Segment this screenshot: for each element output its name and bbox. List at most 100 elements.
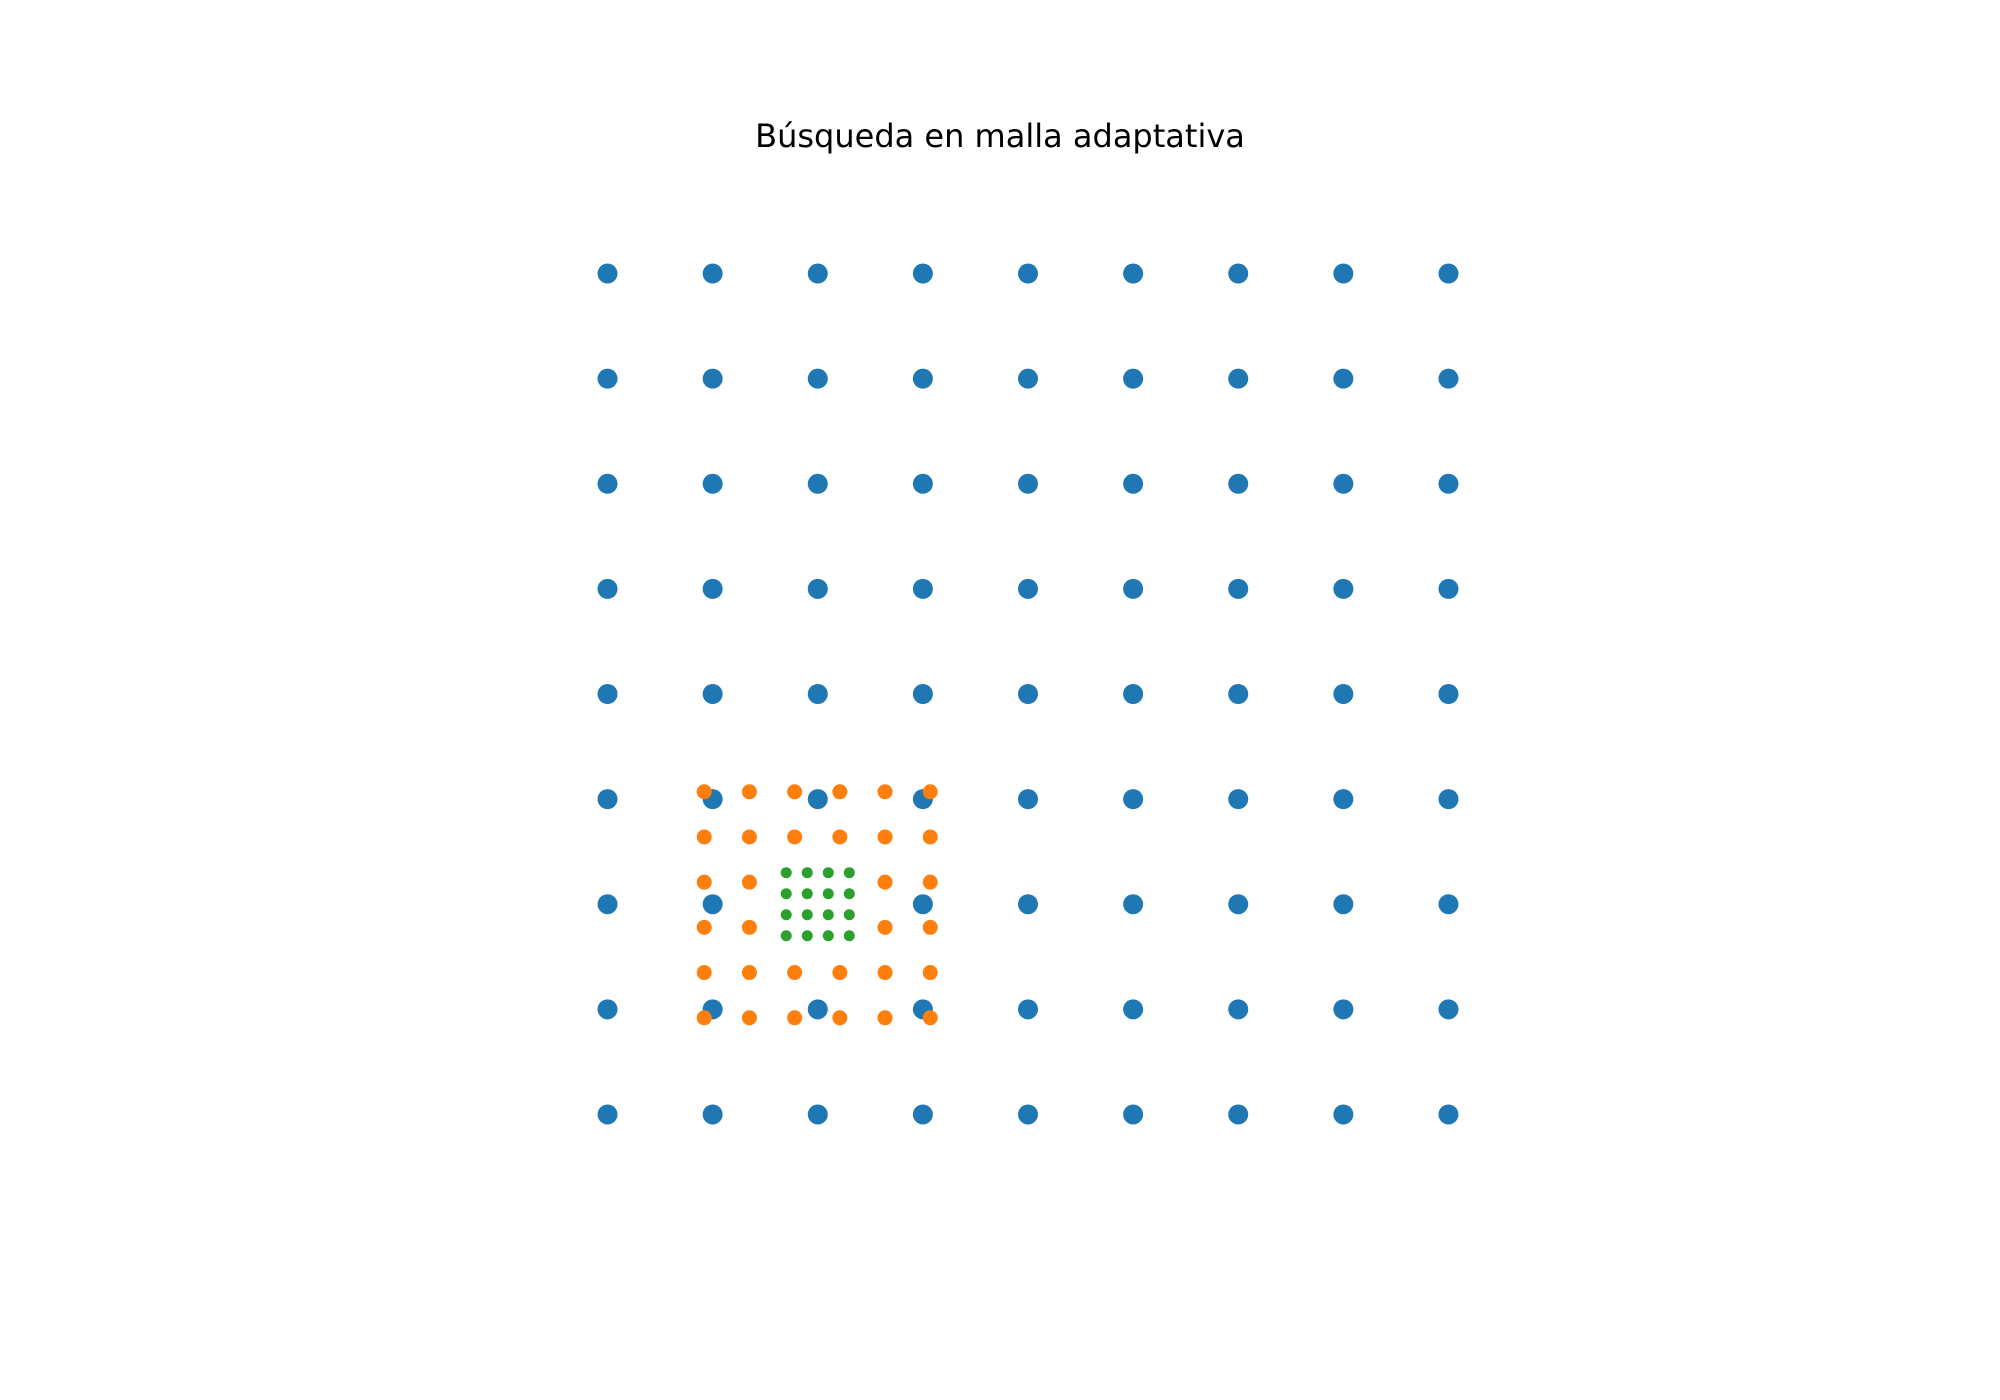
point-coarse-4-5 — [1018, 578, 1038, 599]
point-coarse-2-5 — [807, 578, 828, 599]
point-coarse-8-7 — [1438, 368, 1459, 389]
point-coarse-8-3 — [1438, 789, 1459, 810]
point-refined-4-5 — [877, 784, 893, 800]
point-fine-1-3 — [801, 867, 813, 879]
point-refined-4-3 — [877, 874, 893, 890]
point-fine-3-2 — [843, 888, 855, 900]
point-fine-1-2 — [801, 888, 813, 900]
point-fine-3-3 — [843, 867, 855, 879]
point-coarse-0-4 — [597, 684, 618, 704]
point-fine-3-0 — [843, 930, 855, 942]
point-refined-4-4 — [877, 829, 893, 845]
point-coarse-5-2 — [1123, 894, 1144, 915]
point-refined-1-0 — [741, 1010, 757, 1026]
point-coarse-5-0 — [1123, 1104, 1144, 1125]
point-coarse-4-7 — [1018, 368, 1038, 389]
point-coarse-2-4 — [807, 684, 828, 704]
series-refined — [696, 784, 938, 1026]
point-refined-0-1 — [696, 965, 712, 981]
point-coarse-6-2 — [1228, 894, 1249, 915]
point-coarse-1-8 — [702, 263, 723, 284]
point-coarse-5-7 — [1123, 368, 1144, 389]
point-coarse-5-8 — [1123, 263, 1144, 284]
point-fine-0-3 — [780, 867, 792, 879]
point-coarse-3-7 — [912, 368, 933, 389]
point-coarse-8-6 — [1438, 473, 1459, 494]
point-coarse-7-7 — [1333, 368, 1354, 389]
point-refined-5-1 — [922, 965, 938, 981]
point-fine-0-2 — [780, 888, 792, 900]
point-coarse-1-0 — [702, 1104, 723, 1125]
point-coarse-3-6 — [912, 473, 933, 494]
point-coarse-0-1 — [597, 999, 618, 1020]
point-refined-3-0 — [832, 1010, 848, 1026]
point-coarse-1-2 — [702, 894, 723, 915]
point-coarse-3-5 — [912, 578, 933, 599]
point-coarse-2-7 — [807, 368, 828, 389]
point-coarse-7-3 — [1333, 789, 1354, 810]
point-coarse-8-8 — [1438, 263, 1459, 284]
point-coarse-3-8 — [912, 263, 933, 284]
point-coarse-6-1 — [1228, 999, 1249, 1020]
point-coarse-1-6 — [702, 473, 723, 494]
point-coarse-0-0 — [597, 1104, 618, 1125]
point-coarse-0-7 — [597, 368, 618, 389]
point-refined-1-2 — [741, 919, 757, 935]
series-coarse — [597, 263, 1459, 1125]
point-fine-0-0 — [780, 930, 792, 942]
point-coarse-4-6 — [1018, 473, 1038, 494]
point-coarse-4-1 — [1018, 999, 1038, 1020]
point-fine-1-0 — [801, 930, 813, 942]
point-coarse-4-8 — [1018, 263, 1038, 284]
point-coarse-0-2 — [597, 894, 618, 915]
point-coarse-2-8 — [807, 263, 828, 284]
point-coarse-8-2 — [1438, 894, 1459, 915]
point-refined-0-4 — [696, 829, 712, 845]
point-refined-4-0 — [877, 1010, 893, 1026]
point-fine-2-2 — [822, 888, 834, 900]
point-refined-0-0 — [696, 1010, 712, 1026]
point-coarse-6-5 — [1228, 578, 1249, 599]
point-coarse-5-4 — [1123, 684, 1144, 704]
point-coarse-8-1 — [1438, 999, 1459, 1020]
point-coarse-7-1 — [1333, 999, 1354, 1020]
point-refined-2-1 — [787, 965, 803, 981]
point-refined-4-2 — [877, 919, 893, 935]
point-fine-2-3 — [822, 867, 834, 879]
point-refined-5-4 — [922, 829, 938, 845]
point-fine-2-0 — [822, 930, 834, 942]
point-coarse-2-3 — [807, 789, 828, 810]
point-coarse-0-5 — [597, 578, 618, 599]
point-coarse-4-0 — [1018, 1104, 1038, 1125]
point-coarse-4-2 — [1018, 894, 1038, 915]
point-coarse-5-1 — [1123, 999, 1144, 1020]
point-coarse-8-0 — [1438, 1104, 1459, 1125]
point-coarse-7-5 — [1333, 578, 1354, 599]
point-refined-1-1 — [741, 965, 757, 981]
series-fine — [780, 867, 855, 942]
point-refined-3-1 — [832, 965, 848, 981]
point-coarse-3-4 — [912, 684, 933, 704]
point-coarse-8-5 — [1438, 578, 1459, 599]
point-coarse-7-4 — [1333, 684, 1354, 704]
point-refined-1-4 — [741, 829, 757, 845]
point-refined-5-3 — [922, 874, 938, 890]
point-refined-1-5 — [741, 784, 757, 800]
point-coarse-6-8 — [1228, 263, 1249, 284]
point-coarse-6-6 — [1228, 473, 1249, 494]
point-coarse-6-0 — [1228, 1104, 1249, 1125]
point-coarse-2-1 — [807, 999, 828, 1020]
point-coarse-7-6 — [1333, 473, 1354, 494]
point-fine-2-1 — [822, 909, 834, 921]
point-coarse-6-7 — [1228, 368, 1249, 389]
point-refined-3-4 — [832, 829, 848, 845]
point-refined-1-3 — [741, 874, 757, 890]
point-refined-3-5 — [832, 784, 848, 800]
point-refined-2-4 — [787, 829, 803, 845]
point-refined-5-0 — [922, 1010, 938, 1026]
point-coarse-7-0 — [1333, 1104, 1354, 1125]
point-coarse-5-6 — [1123, 473, 1144, 494]
point-refined-0-2 — [696, 919, 712, 935]
